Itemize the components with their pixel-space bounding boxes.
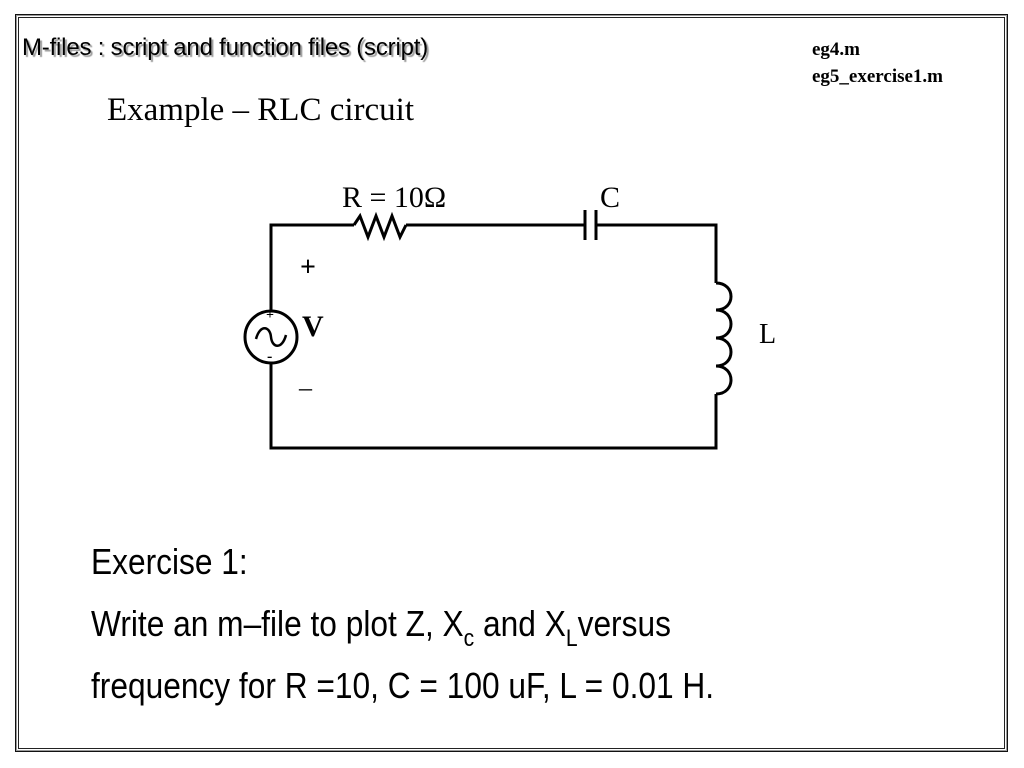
- exercise-body: Write an m–file to plot Z, Xc and XLvers…: [91, 600, 714, 709]
- source-minus-mark: -: [267, 348, 272, 365]
- inductor-symbol: [715, 281, 733, 396]
- exercise-text: Write an m–file to plot Z, X: [91, 603, 464, 644]
- slide-title: M-files : script and function files (scr…: [22, 34, 428, 61]
- file-name: eg5_exercise1.m: [812, 66, 944, 87]
- exercise-line-1: Write an m–file to plot Z, Xc and XLvers…: [91, 600, 714, 662]
- slide-frame-mid: [16, 15, 1007, 751]
- file-list: eg4.m eg5_exercise1.m: [812, 36, 943, 90]
- resistor-label: R = 10Ω: [342, 181, 446, 214]
- exercise-text: versus: [577, 603, 671, 644]
- exercise-text: and X: [474, 603, 566, 644]
- sine-wave: [254, 327, 288, 347]
- capacitor-label: C: [600, 181, 620, 214]
- exercise-heading: Exercise 1:: [91, 541, 248, 582]
- ac-source-symbol: [243, 309, 299, 365]
- slide-subtitle: Example – RLC circuit: [107, 92, 415, 128]
- plus-label: +: [300, 252, 316, 283]
- wire-right-bottom: [269, 363, 718, 450]
- file-name: eg4.m: [812, 39, 861, 60]
- source-label: V: [302, 310, 324, 343]
- wire-left-top: [269, 223, 354, 312]
- subscript-l: L: [565, 625, 578, 652]
- subscript-c: c: [463, 625, 475, 652]
- slide-frame-inner: [18, 17, 1005, 749]
- resistor-symbol: [352, 211, 408, 242]
- exercise-line-2: frequency for R =10, C = 100 uF, L = 0.0…: [91, 665, 715, 706]
- source-plus-mark: +: [266, 308, 274, 323]
- inductor-label: L: [759, 319, 776, 350]
- minus-label: –: [298, 373, 313, 402]
- wire-top-right: [596, 223, 718, 283]
- slide-frame-outer: [15, 14, 1008, 752]
